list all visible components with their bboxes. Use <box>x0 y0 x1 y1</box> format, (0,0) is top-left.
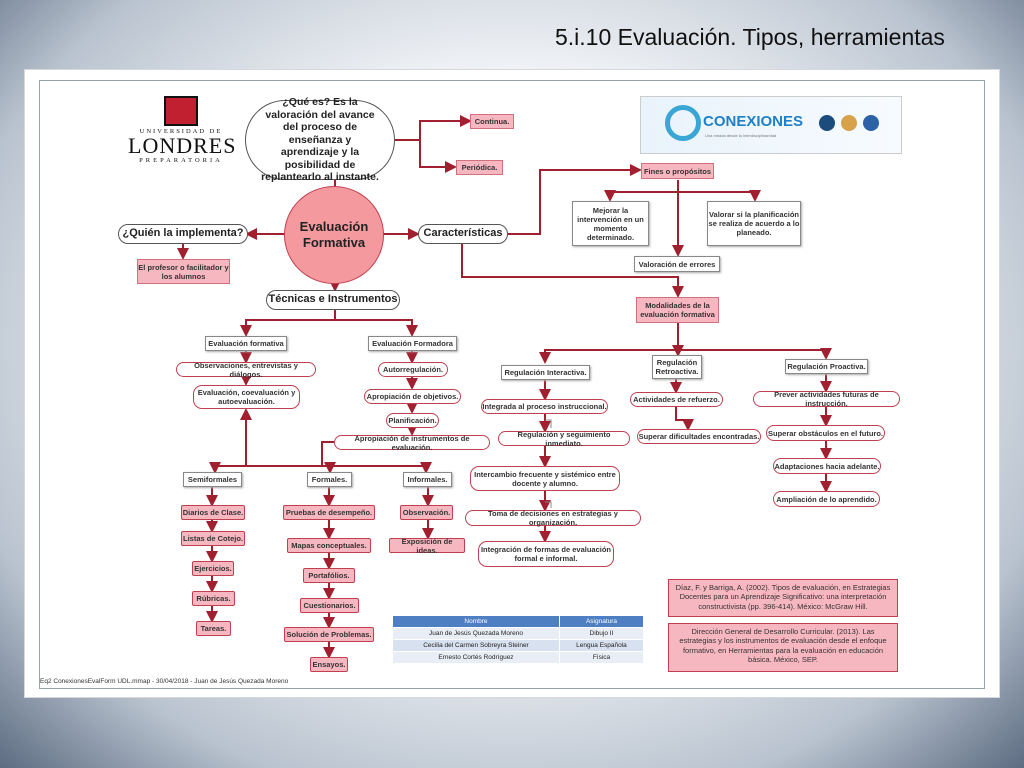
reg-proactiva-item-4[interactable]: Ampliación de lo aprendido. <box>773 491 880 507</box>
central-node[interactable]: Evaluación Formativa <box>284 186 384 284</box>
logo-line1: UNIVERSIDAD DE <box>139 128 223 135</box>
table-row: Juan de Jesús Quezada Moreno Dibujo II <box>392 627 645 640</box>
reg-interactiva-item-3[interactable]: Intercambio frecuente y sistémico entre … <box>470 466 620 491</box>
slide-title: 5.i.10 Evaluación. Tipos, herramientas <box>555 24 945 50</box>
reg-proactiva-item-1[interactable]: Prever actividades futuras de instrucció… <box>753 390 900 408</box>
reg-interactiva-item-5[interactable]: Integración de formas de evaluación form… <box>478 541 614 567</box>
eval-formadora-item-4[interactable]: Apropiación de instrumentos de evaluació… <box>334 434 490 452</box>
university-crest-icon <box>164 96 198 126</box>
table-cell: Juan de Jesús Quezada Moreno <box>392 627 560 640</box>
mejorar-node[interactable]: Mejorar la intervención en un momento de… <box>572 201 649 246</box>
eval-formadora-node[interactable]: Evaluación Formadora <box>368 336 457 351</box>
table-row: Cecilia del Carmen Sobreyra Steiner Leng… <box>392 639 645 652</box>
semiformales-item-4[interactable]: Rúbricas. <box>192 591 235 606</box>
banner-title: CONEXIONES <box>703 113 804 130</box>
institution-seal-icon <box>863 115 879 131</box>
formales-item-3[interactable]: Portafólios. <box>303 568 355 583</box>
formales-item-4[interactable]: Cuestionarios. <box>300 598 359 613</box>
eval-formativa-item-2[interactable]: Evaluación, coevaluación y autoevaluació… <box>193 385 300 409</box>
informales-item-1[interactable]: Observación. <box>400 505 453 520</box>
footer-caption: Eq2 ConexionesEvalForm UDL.mmap - 30/04/… <box>40 678 289 685</box>
que-es-label: ¿Qué es? Es la valoración del avance del… <box>261 95 379 184</box>
que-es-node[interactable]: ¿Qué es? Es la valoración del avance del… <box>245 96 395 183</box>
table-cell: Ernesto Cortés Rodríguez <box>392 651 560 664</box>
authors-table: Nombre Asignatura Juan de Jesús Quezada … <box>392 615 645 664</box>
fines-node[interactable]: Fines o propósitos <box>641 163 714 179</box>
unam-seal-icon <box>819 115 835 131</box>
reg-proactiva-item-3[interactable]: Adaptaciones hacia adelante. <box>773 458 881 474</box>
table-cell: Lengua Española <box>558 639 645 652</box>
modalidades-node[interactable]: Modalidades de la evaluación formativa <box>636 297 719 323</box>
conexiones-logo-icon <box>665 105 701 141</box>
eval-formativa-node[interactable]: Evaluación formativa <box>205 336 287 351</box>
eval-formadora-item-1[interactable]: Autorregulación. <box>378 362 448 377</box>
valorar-node[interactable]: Valorar si la planificación se realiza d… <box>707 201 801 246</box>
banner-subtitle: Una mirada desde la interdisciplinaridad <box>705 133 777 138</box>
table-cell: Física <box>558 651 645 664</box>
formales-item-1[interactable]: Pruebas de desempeño. <box>283 505 375 520</box>
reg-proactiva-node[interactable]: Regulación Proactiva. <box>785 359 868 374</box>
reg-proactiva-item-2[interactable]: Superar obstáculos en el futuro. <box>766 425 885 441</box>
continua-node[interactable]: Continua. <box>470 114 514 129</box>
periodica-node[interactable]: Periódica. <box>456 160 503 175</box>
mindmap-frame <box>39 80 985 689</box>
reg-interactiva-item-2[interactable]: Regulación y seguimiento inmediato. <box>498 430 630 448</box>
table-header: Nombre <box>392 615 560 628</box>
eval-formadora-item-3[interactable]: Planificación. <box>386 413 439 428</box>
semiformales-item-2[interactable]: Listas de Cotejo. <box>181 531 245 546</box>
formales-node[interactable]: Formales. <box>307 472 352 487</box>
reference-2: Dirección General de Desarrollo Curricul… <box>668 623 898 672</box>
quien-answer[interactable]: El profesor o facilitador y los alumnos <box>137 259 230 284</box>
table-cell: Dibujo II <box>558 627 645 640</box>
semiformales-item-5[interactable]: Tareas. <box>196 621 231 636</box>
conexiones-banner: CONEXIONES Una mirada desde la interdisc… <box>640 96 902 154</box>
caracteristicas-node[interactable]: Características <box>418 224 508 244</box>
eval-formadora-item-2[interactable]: Apropiación de objetivos. <box>364 389 461 404</box>
reg-interactiva-item-4[interactable]: Toma de decisiones en estrategias y orga… <box>465 509 641 527</box>
reg-retroactiva-item-1[interactable]: Actividades de refuerzo. <box>630 392 723 407</box>
formales-item-2[interactable]: Mapas conceptuales. <box>287 538 371 553</box>
formales-item-5[interactable]: Solución de Problemas. <box>284 627 374 642</box>
reg-interactiva-node[interactable]: Regulación Interactiva. <box>501 365 590 380</box>
valoracion-errores-node[interactable]: Valoración de errores <box>634 256 720 272</box>
semiformales-item-3[interactable]: Ejercicios. <box>192 561 234 576</box>
central-node-label: Evaluación Formativa <box>299 219 369 250</box>
anniversary-seal-icon <box>841 115 857 131</box>
tecnicas-node[interactable]: Técnicas e Instrumentos <box>266 290 400 310</box>
semiformales-node[interactable]: Semiformales <box>183 472 242 487</box>
table-row: Ernesto Cortés Rodríguez Física <box>392 651 645 664</box>
logo-line3: PREPARATORIA <box>139 157 223 164</box>
reference-1: Díaz, F. y Barriga, A. (2002). Tipos de … <box>668 579 898 617</box>
formales-item-6[interactable]: Ensayos. <box>310 657 348 672</box>
logo-line2: LONDRES <box>128 133 237 158</box>
reg-interactiva-item-1[interactable]: Integrada al proceso instruccional. <box>481 399 608 414</box>
eval-formativa-item-1[interactable]: Observaciones, entrevistas y diálogos. <box>176 361 316 379</box>
quien-node[interactable]: ¿Quién la implementa? <box>118 224 248 244</box>
semiformales-item-1[interactable]: Diarios de Clase. <box>181 505 245 520</box>
table-cell: Cecilia del Carmen Sobreyra Steiner <box>392 639 560 652</box>
informales-node[interactable]: Informales. <box>403 472 452 487</box>
informales-item-2[interactable]: Exposición de ideas. <box>389 537 465 555</box>
reg-retroactiva-node[interactable]: Regulación Retroactiva. <box>652 355 702 379</box>
university-logo: UNIVERSIDAD DE LONDRES PREPARATORIA <box>128 96 237 176</box>
table-header: Asignatura <box>558 615 645 628</box>
reg-retroactiva-item-2[interactable]: Superar dificultades encontradas. <box>637 429 761 444</box>
